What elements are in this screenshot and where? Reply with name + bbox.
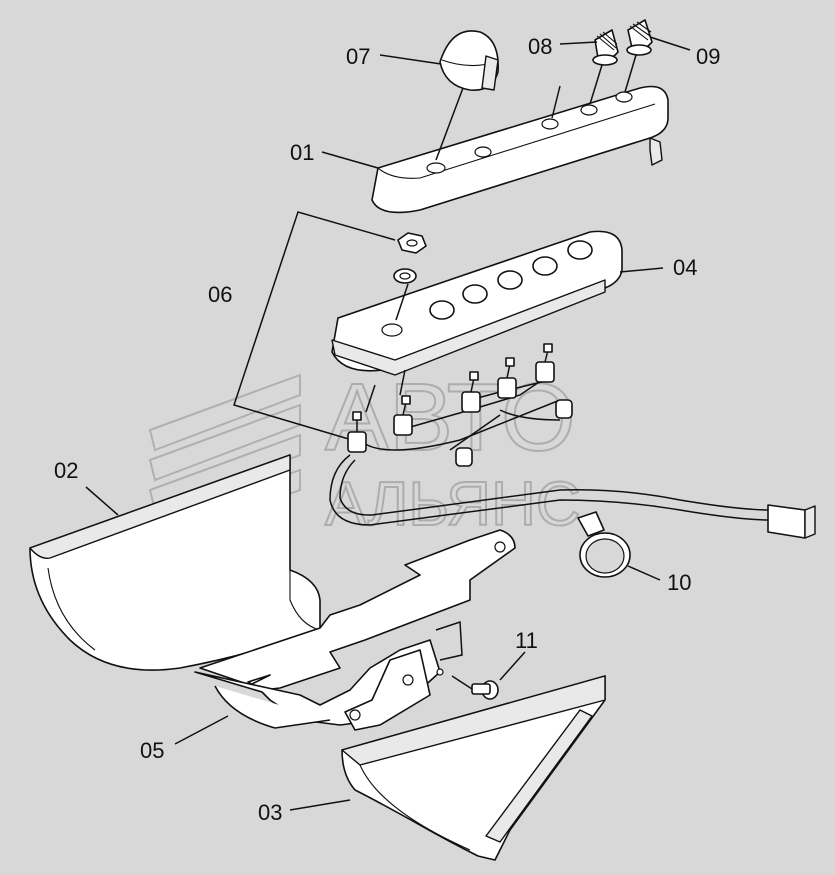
leader-lines bbox=[85, 36, 691, 811]
part-09-knob bbox=[624, 19, 653, 93]
part-08-knob bbox=[551, 29, 619, 119]
label-09: 09 bbox=[696, 44, 720, 69]
part-10-clamp bbox=[577, 511, 631, 578]
label-05: 05 bbox=[140, 738, 164, 763]
label-03: 03 bbox=[258, 800, 282, 825]
switch-2 bbox=[393, 395, 413, 436]
switch-1 bbox=[347, 411, 367, 453]
part-labels: 07 08 09 01 04 06 02 10 11 05 03 bbox=[54, 34, 720, 825]
connector-icon bbox=[767, 504, 816, 539]
part-07-knob bbox=[435, 30, 499, 161]
watermark-line1: АВТО bbox=[325, 364, 576, 471]
label-06: 06 bbox=[208, 282, 232, 307]
label-07: 07 bbox=[346, 44, 370, 69]
part-04-switch-housing bbox=[331, 230, 623, 376]
part-01-top-cover bbox=[371, 85, 669, 214]
label-11: 11 bbox=[515, 628, 538, 653]
switch-4 bbox=[497, 357, 517, 399]
label-01: 01 bbox=[290, 140, 314, 165]
part-03-housing bbox=[341, 675, 606, 861]
part-05-mounting-plate bbox=[194, 529, 516, 731]
bulb-holder-2 bbox=[555, 399, 573, 419]
part-11-screw bbox=[451, 675, 499, 700]
label-10: 10 bbox=[667, 570, 691, 595]
part-switch-wiring-harness bbox=[329, 343, 816, 539]
switch-3 bbox=[461, 371, 481, 413]
part-06-nut-washer bbox=[233, 211, 427, 441]
label-02: 02 bbox=[54, 458, 78, 483]
bulb-holder-1 bbox=[455, 447, 473, 467]
label-08: 08 bbox=[528, 34, 552, 59]
label-04: 04 bbox=[673, 255, 697, 280]
switch-5 bbox=[535, 343, 555, 383]
part-02-housing bbox=[29, 454, 321, 671]
